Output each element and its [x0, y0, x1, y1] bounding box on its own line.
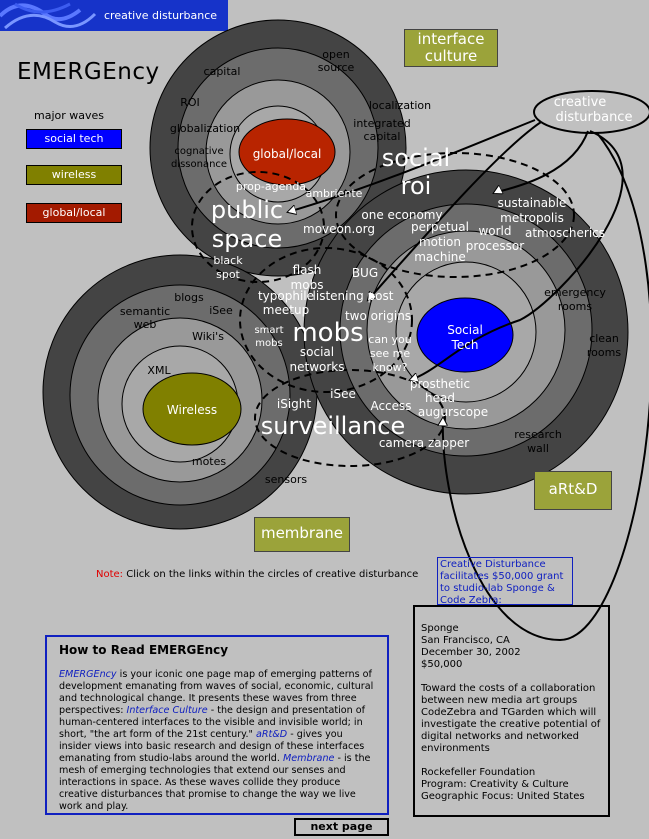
roi-label[interactable]: ROI [180, 96, 200, 109]
artd-link[interactable]: aRt&D [256, 729, 288, 740]
major-waves-heading: major waves [34, 109, 105, 122]
grant-box: Sponge San Francisco, CA December 30, 20… [413, 605, 610, 817]
wiki-s-label[interactable]: Wiki's [192, 330, 224, 343]
logo-text: creative disturbance [104, 9, 218, 22]
sensors-label[interactable]: sensors [265, 473, 307, 486]
note-body: Click on the links within the circles of… [126, 569, 419, 580]
howto-p1: is your iconic one page map of emerging … [59, 669, 374, 716]
ambriente-label[interactable]: ambriente [306, 187, 363, 200]
note-prefix: Note: [96, 569, 124, 580]
augurscope-label[interactable]: augurscope [418, 405, 488, 419]
interface-culture-link[interactable]: Interface Culture [126, 705, 208, 716]
moveon-org-label[interactable]: moveon.org [303, 222, 375, 236]
grant-location: San Francisco, CA [421, 635, 510, 646]
isee-label[interactable]: iSee [330, 387, 356, 401]
page-title: EMERGEncy [17, 59, 160, 85]
localization-label[interactable]: localization [369, 99, 431, 112]
connector-arrows [288, 119, 649, 642]
global-local-label[interactable]: global/local [253, 147, 322, 161]
note-text: Note: Click on the links within the circ… [96, 569, 418, 581]
social-tech-core [416, 297, 514, 373]
mobs-label[interactable]: mobs [292, 318, 363, 348]
wireless-label[interactable]: Wireless [167, 403, 217, 417]
swirl-logo-icon [0, 2, 97, 30]
global-local-core [238, 118, 336, 186]
global-local-circle-group[interactable] [149, 19, 407, 277]
how-to-read-title: How to Read EMERGEncy [59, 643, 229, 657]
wireless-circle-group[interactable] [42, 254, 318, 530]
grant-amount: $50,000 [421, 659, 463, 670]
membrane-tag[interactable]: membrane [254, 517, 350, 552]
howto-p3: - gives you insider views into basic res… [59, 729, 365, 764]
globalization-label[interactable]: globalization [170, 122, 240, 135]
listening-post-label[interactable]: listening post [313, 289, 394, 303]
surveillance-label[interactable]: surveillance [261, 412, 405, 440]
interface-culture-tag[interactable]: interface culture [404, 29, 498, 67]
xml-label[interactable]: XML [147, 364, 171, 377]
social-tech-wave-button[interactable]: social tech [26, 129, 122, 149]
blogs-label[interactable]: blogs [174, 291, 204, 304]
artd-tag[interactable]: aRt&D [534, 471, 612, 510]
how-to-read-box: How to Read EMERGEncy EMERGEncy is your … [45, 635, 389, 815]
grant-program: Program: Creativity & Culture [421, 779, 569, 790]
grant-focus: Geographic Focus: United States [421, 791, 585, 802]
creative-disturbance-logo[interactable]: creative disturbance [0, 0, 228, 31]
global-local-wave-button[interactable]: global/local [26, 203, 122, 223]
isight-label[interactable]: iSight [277, 397, 312, 411]
grant-date: December 30, 2002 [421, 647, 521, 658]
isee-label[interactable]: iSee [209, 304, 233, 317]
wireless-core [142, 372, 242, 446]
grant-link[interactable]: Creative Disturbance facilitates $50,000… [437, 557, 573, 606]
next-page-button[interactable]: next page [294, 818, 389, 836]
howto-p4: - is the mesh of emerging technologies t… [59, 753, 371, 812]
bug-label[interactable]: BUG [352, 266, 378, 280]
motes-label[interactable]: motes [192, 455, 227, 468]
membrane-link[interactable]: Membrane [283, 753, 335, 764]
access-label[interactable]: Access [370, 399, 411, 413]
atmoscherics-label[interactable]: atmoscherics [525, 226, 605, 240]
grant-foundation: Rockefeller Foundation [421, 767, 536, 778]
capital-label[interactable]: capital [204, 65, 241, 78]
emergency-link[interactable]: EMERGEncy [59, 669, 117, 680]
camera-zapper-label[interactable]: camera zapper [379, 436, 469, 450]
wireless-wave-button[interactable]: wireless [26, 165, 122, 185]
prop-agenda-label[interactable]: prop-agenda [236, 180, 306, 193]
one-economy-label[interactable]: one economy [361, 208, 442, 222]
how-to-read-text: EMERGEncy is your iconic one page map of… [59, 669, 375, 813]
grant-name: Sponge [421, 623, 459, 634]
grant-description: Toward the costs of a collaboration betw… [421, 683, 601, 754]
two-origins-label[interactable]: two origins [345, 309, 411, 323]
howto-p2: - the design and presentation of human-c… [59, 705, 365, 740]
